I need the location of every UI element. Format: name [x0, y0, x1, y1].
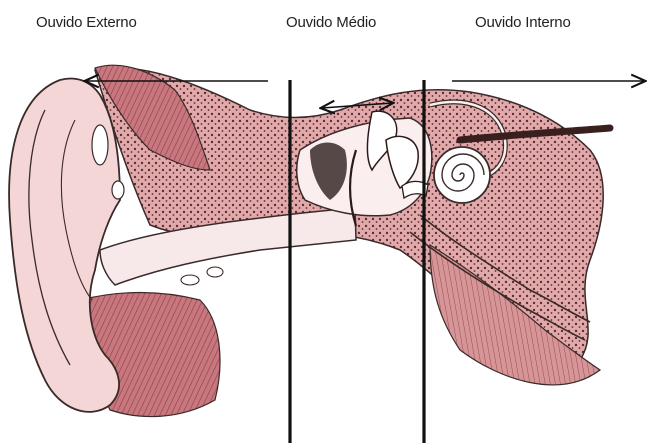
cartilage	[207, 267, 223, 277]
cartilage	[181, 275, 199, 285]
cartilage	[112, 181, 124, 199]
cartilage	[92, 125, 108, 165]
